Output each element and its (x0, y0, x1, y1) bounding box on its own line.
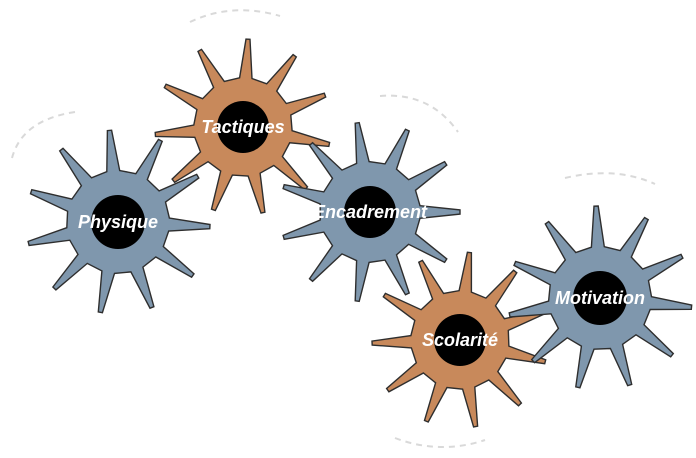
gear-physique-hub (91, 195, 145, 249)
gear-physique-label: Physique (78, 212, 158, 232)
rotation-arrow-physique (11, 111, 76, 159)
rotation-arrows (11, 9, 656, 448)
gear-scolarite-hub (434, 314, 486, 366)
gear-encadrement-hub (344, 186, 396, 238)
gear-scolarite: Scolarité (371, 251, 547, 428)
gear-motivation-label: Motivation (555, 288, 645, 308)
gear-motivation: Motivation (508, 205, 693, 389)
gear-encadrement-label: Encadrement (313, 202, 428, 222)
gear-physique: Physique (27, 129, 211, 314)
gear-tactiques: Tactiques (154, 38, 331, 214)
gear-layer: Physique Tactiques Encadrement Scolarité (27, 38, 693, 428)
rotation-arrow-tactiques (189, 9, 281, 23)
gear-motivation-hub (573, 271, 627, 325)
rotation-arrow-motivation (564, 172, 656, 185)
gear-tactiques-label: Tactiques (201, 117, 284, 137)
rotation-arrow-scolarite (394, 437, 486, 448)
rotation-arrow-encadrement (379, 94, 459, 133)
gear-scolarite-label: Scolarité (422, 330, 498, 350)
gear-encadrement: Encadrement (282, 121, 461, 303)
gear-tactiques-hub (217, 101, 269, 153)
